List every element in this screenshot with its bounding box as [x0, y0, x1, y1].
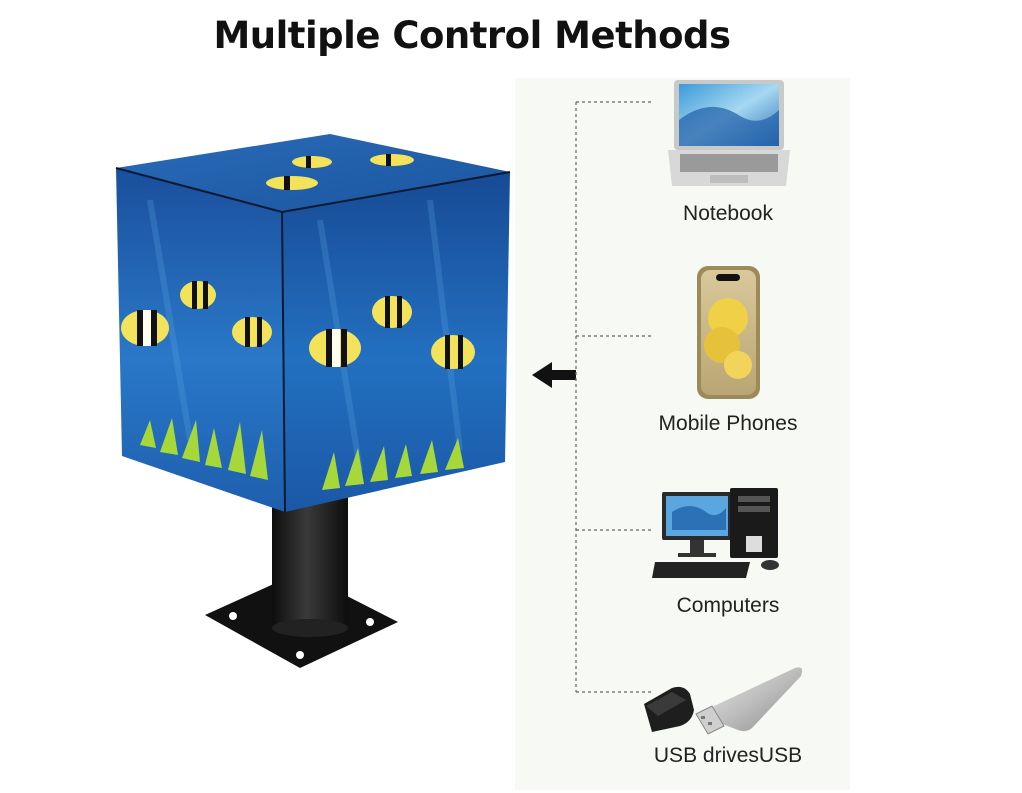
seaweed — [322, 438, 464, 490]
fish — [180, 281, 216, 309]
stand-pole — [272, 490, 348, 628]
connector-lines — [575, 101, 653, 693]
fish — [266, 176, 318, 190]
fish — [431, 335, 475, 369]
led-cube-display — [115, 134, 511, 668]
laptop-icon — [668, 80, 790, 186]
smartphone-icon — [697, 266, 760, 399]
cube-top-face — [116, 134, 510, 212]
fish — [370, 154, 414, 166]
base-hole — [366, 618, 374, 626]
fish — [232, 317, 272, 347]
light-ray — [427, 199, 463, 451]
light-ray — [147, 199, 193, 441]
cube-left-face — [116, 168, 285, 512]
fish — [292, 156, 332, 168]
arrow-left-icon — [532, 362, 576, 388]
cube-edge — [115, 167, 511, 513]
device-label-computers: Computers — [676, 594, 780, 617]
base-hole — [229, 612, 237, 620]
usb-drive-icon — [644, 667, 803, 735]
seaweed — [140, 418, 268, 480]
cube-right-face — [282, 172, 510, 512]
base-hole — [296, 651, 304, 659]
stand-pole-foot — [272, 619, 348, 637]
page-title: Multiple Control Methods — [213, 14, 731, 57]
fish — [121, 310, 169, 346]
desktop-computer-icon — [652, 488, 779, 578]
device-label-notebook: Notebook — [683, 202, 773, 225]
device-label-mobile-phones: Mobile Phones — [658, 412, 798, 435]
device-label-usb-drives: USB drivesUSB — [653, 744, 803, 767]
fish — [372, 296, 412, 328]
fish — [309, 329, 361, 367]
